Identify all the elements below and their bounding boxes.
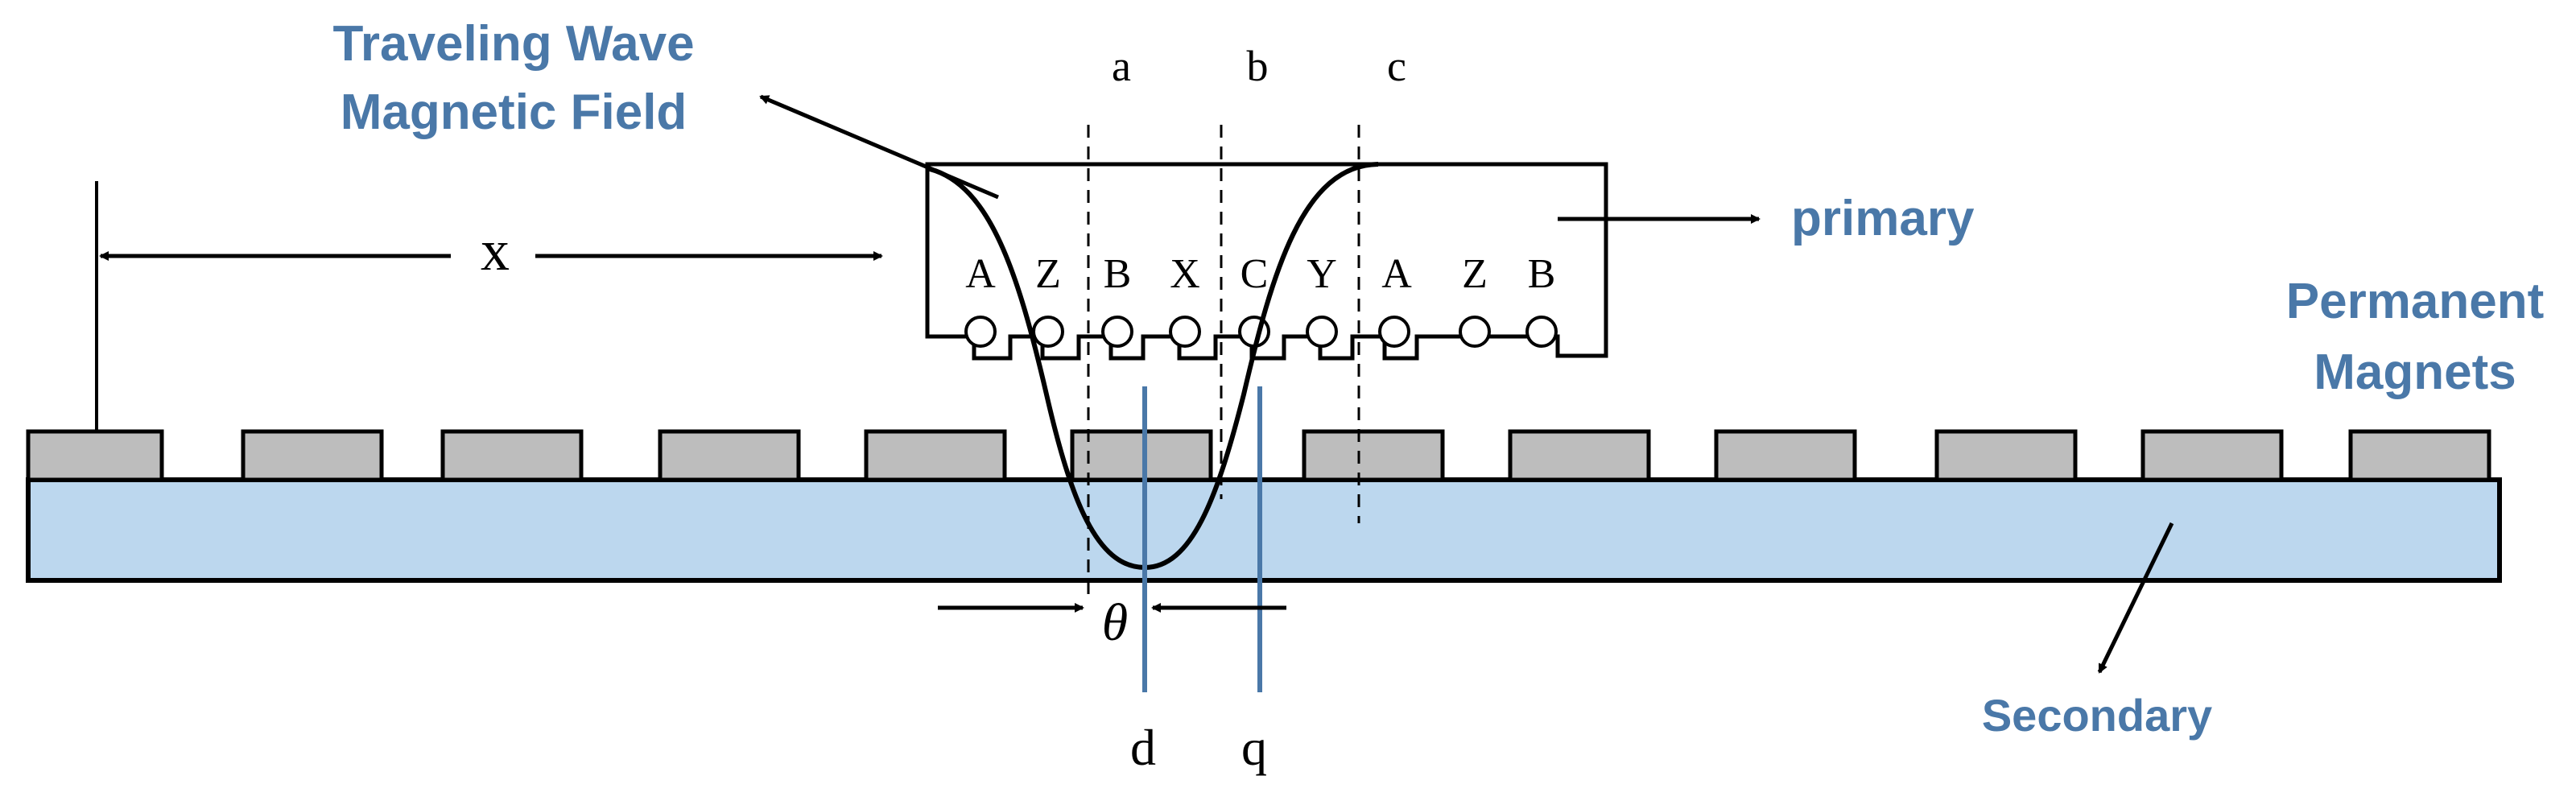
axis-b-label: b: [1247, 42, 1269, 90]
wave-pointer-arrow: [759, 94, 999, 200]
magnet: [658, 429, 801, 482]
magnet: [241, 429, 384, 482]
magnet: [1302, 429, 1445, 482]
phase-label: X: [1170, 251, 1200, 297]
coil: [1169, 316, 1201, 348]
axis-q-label: q: [1241, 719, 1267, 776]
coil: [1306, 316, 1338, 348]
phase-label: B: [1104, 251, 1132, 297]
magnet: [1508, 429, 1651, 482]
traveling-wave-label-1: Traveling Wave: [332, 16, 694, 72]
secondary-label: Secondary: [1982, 690, 2212, 741]
coil: [1101, 316, 1133, 348]
coil: [1525, 316, 1558, 348]
phase-label: A: [1381, 251, 1412, 297]
coil: [964, 316, 997, 348]
magnet: [1714, 429, 1857, 482]
axis-c-label: c: [1387, 42, 1406, 90]
secondary-bar: [26, 477, 2502, 583]
coil: [1459, 316, 1491, 348]
phase-label: B: [1528, 251, 1556, 297]
primary-label: primary: [1791, 191, 1975, 246]
magnet: [440, 429, 584, 482]
traveling-wave-label-2: Magnetic Field: [341, 85, 687, 140]
phase-label: Z: [1462, 251, 1488, 297]
permanent-magnets-label-1: Permanent: [2286, 274, 2544, 329]
theta-label: θ: [1102, 593, 1128, 652]
magnet: [864, 429, 1007, 482]
phase-label: Y: [1307, 251, 1337, 297]
magnet: [26, 429, 164, 482]
phase-label: Z: [1035, 251, 1061, 297]
magnet: [1934, 429, 2078, 482]
phase-label: A: [965, 251, 996, 297]
secondary-pointer-arrow: [2097, 522, 2174, 674]
phase-labels: A Z B X C Y A Z B: [965, 251, 1555, 297]
coils: [964, 316, 1558, 348]
magnet: [2140, 429, 2284, 482]
coil: [1378, 316, 1410, 348]
magnet: [2348, 429, 2491, 482]
x-label: x: [481, 218, 510, 283]
axis-d-label: d: [1130, 719, 1156, 776]
phase-label: C: [1241, 251, 1269, 297]
axis-a-label: a: [1112, 42, 1131, 90]
magnet: [1070, 429, 1213, 482]
permanent-magnets: [26, 429, 2491, 482]
permanent-magnets-label-2: Magnets: [2314, 345, 2516, 400]
coil: [1032, 316, 1064, 348]
